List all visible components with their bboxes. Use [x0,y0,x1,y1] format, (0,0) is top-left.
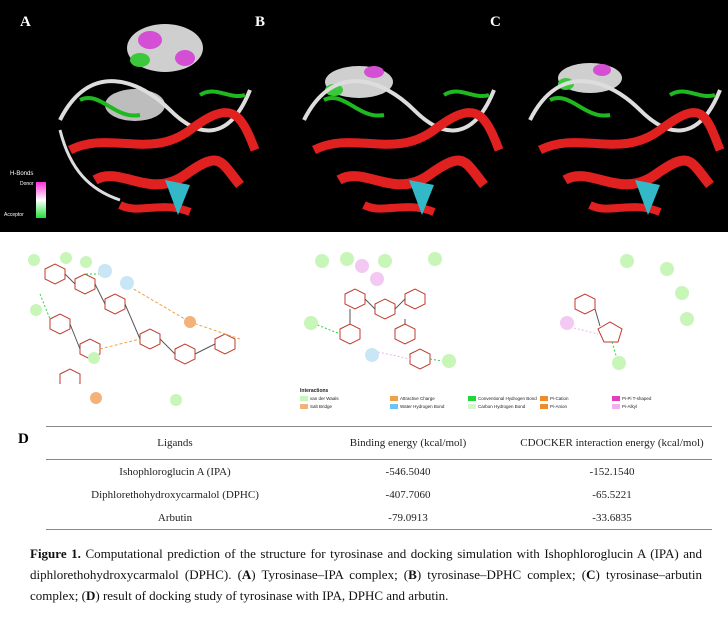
table-header-row: Ligands Binding energy (kcal/mol) CDOCKE… [46,426,712,460]
legend-swatch [612,404,620,409]
legend-swatch [300,404,308,409]
legend-label: van der Waals [310,396,339,401]
legend-swatch [468,404,476,409]
legend-swatch [540,404,548,409]
caption-text: ) tyrosinase–DPHC complex; ( [416,567,587,582]
legend-item: Conventional Hydrogen Bond [468,396,537,401]
cdocker-energy-value: -152.1540 [589,465,635,478]
ligand-name: Ishophloroglucin A (IPA) [119,465,231,478]
caption-text: ) result of docking study of tyrosinase … [95,588,449,603]
legend-item: van der Waals [300,396,339,401]
caption-text: Computational prediction of the structur… [30,546,702,582]
hbond-acceptor-label: Acceptor [4,212,24,218]
ligands-column-header: Ligands [46,426,304,460]
legend-label: Pi-Pi T-shaped [622,396,652,401]
legend-swatch [540,396,548,401]
legend-item: Water Hydrogen Bond [390,404,444,409]
legend-label: Pi-Cation [550,396,569,401]
panel-d-label: D [18,431,29,447]
binding-energy-value: -546.5040 [385,465,431,478]
binding-energy-value: -79.0913 [304,506,512,530]
docking-image-panel: A B C [0,0,728,232]
caption-text: ) tyrosinase–arbutin complex; ( [30,567,702,603]
binding-energy-column-header: Binding energy (kcal/mol) [304,426,512,460]
protein-structure-b [302,66,504,216]
legend-item: Attractive Charge [390,396,435,401]
cdocker-energy-column-header: CDOCKER interaction energy (kcal/mol) [512,426,712,460]
legend-item: Pi-Alkyl [612,404,637,409]
panel-a-label: A [20,14,31,30]
legend-item: Pi-Anion [540,404,567,409]
panel-b-label: B [255,14,266,30]
figure-caption: Figure 1. Computational prediction of th… [30,543,702,606]
caption-ref-b: B [408,567,417,582]
protein-structures-illustration [58,24,725,216]
table-row: Diphlorethohydroxycarmalol (DPHC) -407.7… [46,483,712,506]
legend-label: Water Hydrogen Bond [400,404,445,409]
legend-label: Salt Bridge [310,404,333,409]
arbutin-interaction-diagram [569,293,623,363]
caption-ref-c: C [586,567,596,582]
legend-item: Pi-Cation [540,396,569,401]
hbond-legend-title: H-Bonds [10,171,34,177]
legend-label: Pi-Alkyl [622,404,638,409]
hbond-donor-label: Donor [20,181,34,187]
ligand-name: Diphlorethohydroxycarmalol (DPHC) [91,488,259,501]
interaction-diagrams-panel [0,234,728,424]
legend-swatch [612,396,620,401]
legend-label: Carbon Hydrogen Bond [478,404,526,409]
cdocker-energy-value: -65.5221 [592,488,632,501]
protein-structure-a [58,24,260,216]
legend-item: Carbon Hydrogen Bond [468,404,525,409]
legend-label: Conventional Hydrogen Bond [478,396,537,401]
legend-item: Salt Bridge [300,404,332,409]
panel-c-label: C [490,14,501,30]
caption-text: ) Tyrosinase–IPA complex; ( [251,567,409,582]
table-row: Arbutin -79.0913 -33.6835 [46,506,712,530]
docking-results-table: Ligands Binding energy (kcal/mol) CDOCKE… [46,426,712,530]
cdocker-energy-value: -33.6835 [512,506,712,530]
figure-label: Figure 1. [30,546,81,561]
legend-item: Pi-Pi T-shaped [612,396,651,401]
ligand-name: Arbutin [46,506,304,530]
dphc-interaction-diagram [309,288,449,370]
interaction-legend-title: Interactions [300,388,329,394]
ipa-interaction-diagram [39,263,241,390]
legend-swatch [390,396,398,401]
caption-ref-d: D [85,588,96,603]
protein-structure-c [528,63,725,216]
legend-label: Pi-Anion [550,404,568,409]
legend-swatch [390,404,398,409]
hbond-color-scale [36,182,46,218]
table-row: Ishophloroglucin A (IPA) -546.5040 -152.… [46,460,712,484]
legend-label: Attractive Charge [400,396,435,401]
binding-energy-value: -407.7060 [385,488,431,501]
legend-swatch [300,396,308,401]
legend-swatch [468,396,476,401]
interaction-diagrams-illustration [39,263,623,390]
caption-ref-a: A [241,567,252,582]
